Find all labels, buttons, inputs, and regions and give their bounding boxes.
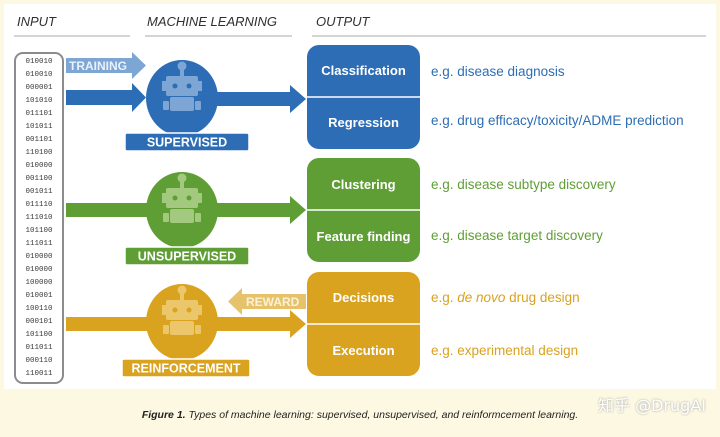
clustering-example: e.g. disease subtype discovery — [431, 177, 616, 192]
classification-example: e.g. disease diagnosis — [431, 64, 565, 79]
training-label: TRAINING — [69, 59, 127, 73]
binary-row: 110011 — [25, 370, 53, 378]
binary-row: 101100 — [25, 331, 53, 339]
input-arrow-supervised — [66, 83, 146, 112]
binary-row: 000110 — [25, 357, 53, 365]
header-output: OUTPUT — [316, 14, 371, 29]
binary-row: 001101 — [25, 136, 53, 144]
training-arrow — [66, 52, 146, 79]
binary-rows: 010010 010010 000001 101010 011101 101011 0011… — [25, 58, 53, 378]
binary-row: 010001 — [25, 292, 53, 300]
binary-row: 000101 — [25, 318, 53, 326]
robot-icon — [162, 173, 202, 223]
header-machine-learning: MACHINE LEARNING — [147, 14, 277, 29]
binary-row: 101100 — [25, 227, 53, 235]
binary-row: 011110 — [25, 201, 53, 209]
binary-row: 010010 — [25, 71, 53, 79]
binary-row: 010000 — [25, 253, 53, 261]
execution-example: e.g. experimental design — [431, 343, 578, 358]
binary-row: 111010 — [25, 214, 53, 222]
binary-row: 101010 — [25, 97, 53, 105]
robot-icon — [162, 61, 202, 111]
binary-row: 111011 — [25, 240, 53, 248]
reinforcement-label: REINFORCEMENT — [131, 362, 240, 376]
binary-row: 011011 — [25, 344, 53, 352]
binary-row: 100000 — [25, 279, 53, 287]
binary-row: 101011 — [25, 123, 53, 131]
output-arrow-supervised — [210, 85, 306, 113]
header-input: INPUT — [17, 14, 57, 29]
regression-label: Regression — [328, 115, 399, 130]
classification-label: Classification — [321, 63, 406, 78]
binary-row: 010000 — [25, 162, 53, 170]
decisions-label: Decisions — [333, 290, 394, 305]
unsupervised-tag — [124, 246, 250, 266]
execution-label: Execution — [332, 343, 394, 358]
caption-text: Types of machine learning: supervised, u… — [185, 409, 579, 421]
binary-row: 100110 — [25, 305, 53, 313]
figure-caption: Figure 1. Types of machine learning: sup… — [0, 409, 720, 421]
robot-icon — [162, 285, 202, 335]
reward-arrow — [228, 288, 306, 315]
binary-row: 011101 — [25, 110, 53, 118]
supervised-tag — [124, 132, 250, 152]
binary-row: 010000 — [25, 266, 53, 274]
feature-finding-label: Feature finding — [317, 229, 411, 244]
binary-row: 001011 — [25, 188, 53, 196]
caption-figure-number: Figure 1. — [141, 409, 186, 421]
unsupervised-label: UNSUPERVISED — [138, 250, 236, 264]
binary-input-column — [14, 52, 64, 384]
binary-row: 000001 — [25, 84, 53, 92]
binary-row: 110100 — [25, 149, 53, 157]
feature-finding-example: e.g. disease target discovery — [431, 228, 603, 243]
clustering-label: Clustering — [331, 177, 395, 192]
watermark: 知乎 @DrugAI — [598, 396, 706, 415]
binary-row: 001100 — [25, 175, 53, 183]
supervised-label: SUPERVISED — [147, 136, 227, 150]
regression-example: e.g. drug efficacy/toxicity/ADME predict… — [431, 113, 684, 128]
binary-row: 010010 — [25, 58, 53, 66]
reward-label: REWARD — [246, 295, 300, 309]
reinforcement-tag — [121, 358, 251, 378]
decisions-example: e.g. de novo drug design — [431, 290, 580, 305]
